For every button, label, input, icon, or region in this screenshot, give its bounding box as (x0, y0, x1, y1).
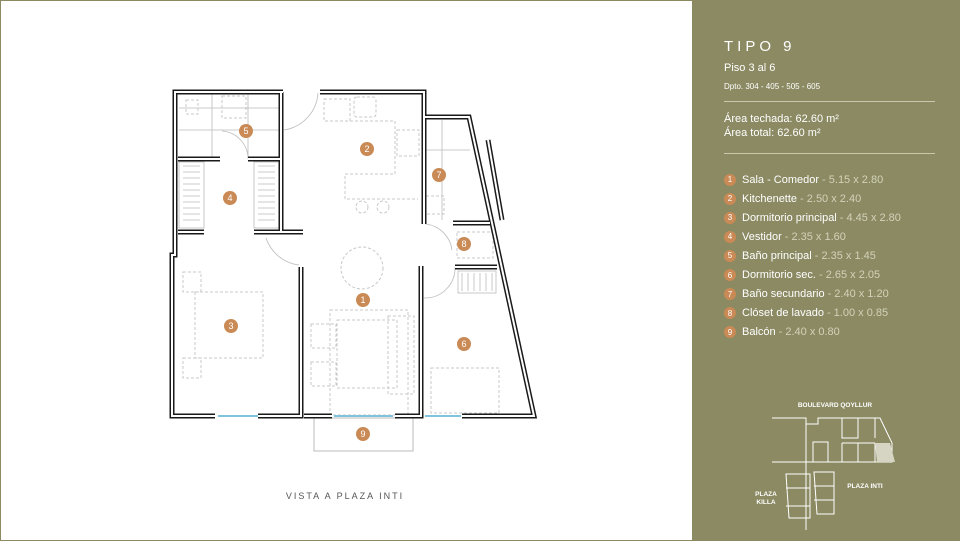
divider (724, 153, 935, 154)
wardrobes (178, 93, 497, 294)
site-map: BOULEVARD QOYLLUR PLAZA KILLA PLAZA INTI (740, 390, 930, 530)
floor-plan-drawing: 1 2 3 4 5 6 7 8 9 (169, 89, 538, 452)
info-panel: TIPO 9 Piso 3 al 6 Dpto. 304 - 405 - 505… (692, 0, 960, 541)
room-marker-1: 1 (356, 293, 370, 307)
room-marker-6: 6 (457, 337, 471, 351)
unit-type-title: TIPO 9 (724, 38, 796, 55)
walls (169, 89, 538, 419)
area-total: Área total: 62.60 m² (724, 127, 821, 139)
divider (724, 101, 935, 102)
door-swings (221, 92, 456, 299)
svg-text:2: 2 (364, 144, 369, 154)
area-roofed: Área techada: 62.60 m² (724, 113, 839, 125)
street-label: BOULEVARD QOYLLUR (797, 402, 873, 409)
view-label: VISTA A PLAZA INTI (285, 491, 405, 501)
svg-text:1: 1 (360, 295, 365, 305)
svg-text:7: 7 (436, 170, 441, 180)
balcony (313, 417, 414, 452)
plaza-killa-label: PLAZA KILLA (755, 491, 777, 506)
units-label: Dpto. 304 - 405 - 505 - 605 (724, 82, 821, 91)
room-marker-9: 9 (356, 427, 370, 441)
site-map-drawing (772, 417, 895, 530)
room-marker-4: 4 (223, 191, 237, 205)
furniture (182, 95, 500, 416)
room-marker-5: 5 (239, 124, 253, 138)
highlighted-unit (875, 443, 895, 462)
floors-label: Piso 3 al 6 (724, 62, 776, 74)
room-markers: 1 2 3 4 5 6 7 8 9 (223, 124, 471, 441)
room-marker-8: 8 (457, 237, 471, 251)
room-marker-2: 2 (360, 142, 374, 156)
svg-text:8: 8 (461, 239, 466, 249)
room-marker-3: 3 (224, 319, 238, 333)
plaza-inti-label: PLAZA INTI (847, 483, 883, 490)
svg-text:4: 4 (227, 193, 232, 203)
floor-plan: 1 2 3 4 5 6 7 8 9 VISTA A PLAZA INTI (169, 89, 538, 501)
svg-text:9: 9 (360, 429, 365, 439)
svg-text:6: 6 (461, 339, 466, 349)
svg-text:5: 5 (243, 126, 248, 136)
room-marker-7: 7 (432, 168, 446, 182)
svg-text:3: 3 (228, 321, 233, 331)
